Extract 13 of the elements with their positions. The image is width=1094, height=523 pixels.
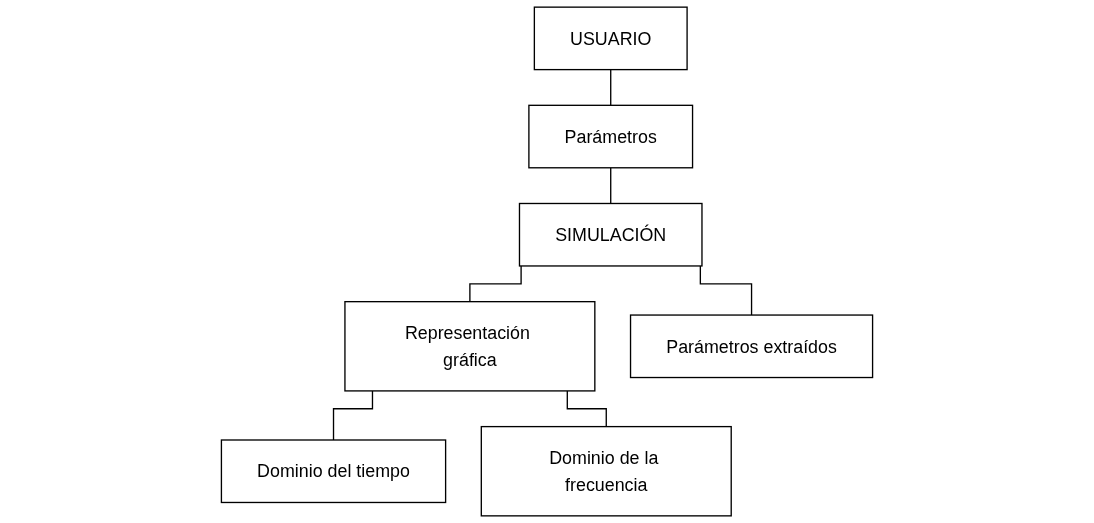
node-box: USUARIO <box>533 6 688 71</box>
node-box: Parámetros extraídos <box>629 314 874 379</box>
node-box: Representación gráfica <box>344 301 596 392</box>
node-box: Dominio del tiempo <box>220 439 447 504</box>
node-box: Dominio de la frecuencia <box>480 425 732 517</box>
connector <box>699 265 753 316</box>
connector <box>332 390 374 441</box>
connector <box>469 265 522 303</box>
connector <box>566 390 607 428</box>
node-box: Parámetros <box>528 104 694 169</box>
node-box: SIMULACIÓN <box>518 202 703 267</box>
connector <box>610 167 612 205</box>
connector <box>610 68 612 106</box>
